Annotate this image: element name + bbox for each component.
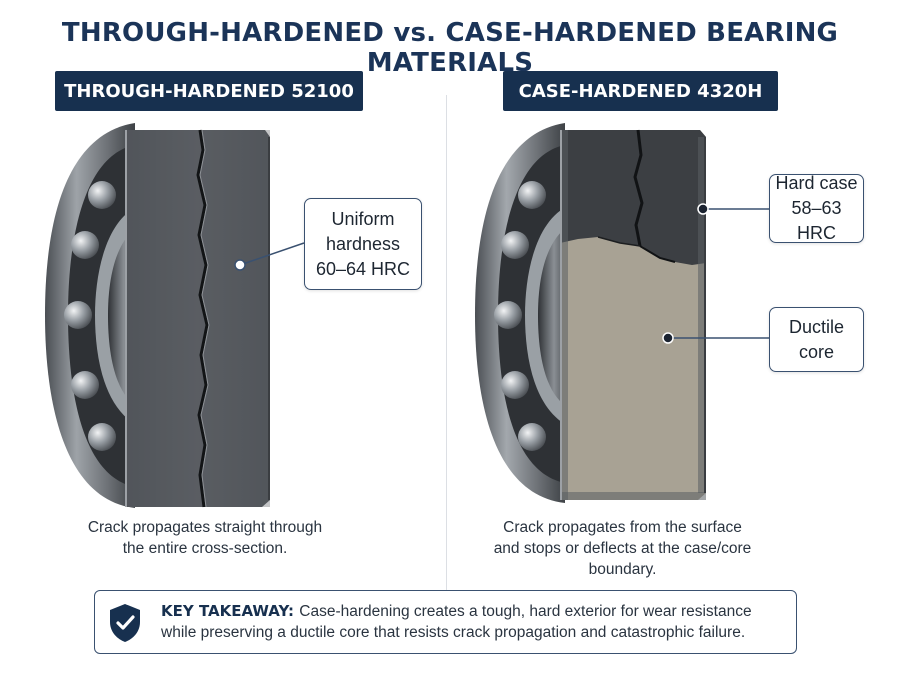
hard-case-callout: Hard case 58–63 HRC [769, 173, 864, 243]
uniform-hardness-callout: Uniform hardness 60–64 HRC [304, 198, 422, 290]
through-hardened-caption: Crack propagates straight through the en… [45, 517, 365, 559]
case-hardened-caption-line2: and stops or deflects at the case/core [493, 540, 752, 557]
ductile-core-line1: Ductile [788, 316, 845, 337]
hard-case-line1: Hard case [775, 173, 858, 193]
case-hardened-caption-line3: boundary. [588, 561, 657, 578]
page-title: THROUGH-HARDENED vs. CASE-HARDENED BEARI… [61, 18, 839, 78]
key-takeaway-text: KEY TAKEAWAY: Case-hardening creates a t… [161, 601, 791, 643]
uniform-hardness-line2: hardness [325, 233, 401, 254]
ductile-core-line2: core [798, 341, 834, 362]
center-divider [446, 95, 447, 590]
through-hardened-bearing-illustration [40, 115, 280, 515]
hard-case-line2: 58–63 HRC [791, 198, 842, 243]
case-hardened-caption: Crack propagates from the surface and st… [470, 517, 775, 580]
uniform-hardness-line3: 60–64 HRC [315, 258, 411, 279]
through-hardened-header: THROUGH-HARDENED 52100 [55, 71, 363, 111]
key-takeaway-body: Case-hardening creates a tough, hard ext… [161, 603, 752, 641]
case-hardened-header: CASE-HARDENED 4320H [503, 71, 778, 111]
ductile-core-callout: Ductile core [769, 307, 864, 372]
key-takeaway-box: KEY TAKEAWAY: Case-hardening creates a t… [94, 590, 797, 654]
uniform-hardness-line1: Uniform [331, 208, 395, 229]
case-hardened-caption-line1: Crack propagates from the surface [503, 519, 742, 536]
shield-check-icon [110, 604, 140, 642]
through-hardened-caption-line2: the entire cross-section. [122, 540, 288, 557]
through-hardened-caption-line1: Crack propagates straight through [87, 519, 323, 536]
case-hardened-bearing-illustration [470, 115, 715, 510]
key-takeaway-label: KEY TAKEAWAY: [161, 602, 300, 620]
